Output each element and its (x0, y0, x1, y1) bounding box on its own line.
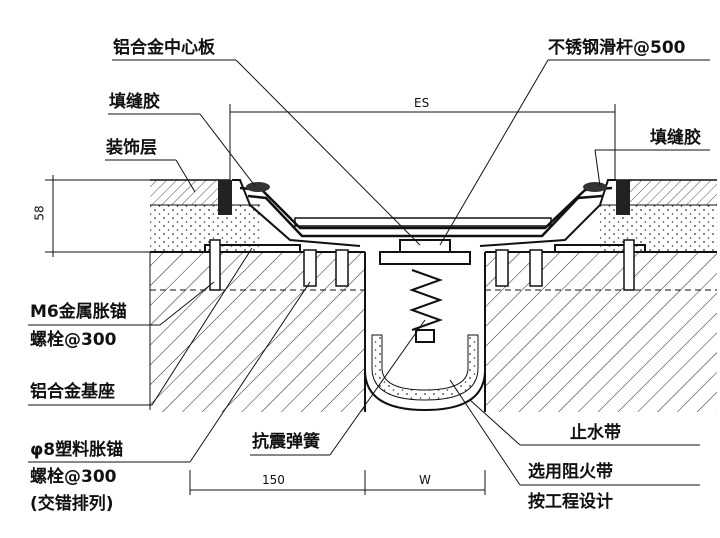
label-fire-belt-line1: 选用阻火带 (528, 462, 613, 482)
label-fire-belt-line2: 按工程设计 (528, 492, 613, 512)
dim-es: ES (414, 96, 430, 110)
label-seismic-spring: 抗震弹簧 (252, 432, 320, 452)
label-sealant-left: 填缝胶 (109, 92, 160, 112)
label-slide-rod: 不锈钢滑杆@500 (548, 38, 686, 58)
finish-layer-graphic (150, 179, 717, 215)
dim-w: W (419, 473, 431, 487)
waterstop-graphic (364, 330, 486, 412)
label-plastic-anchor-line1: φ8塑料胀锚 (30, 440, 124, 460)
label-waterstop: 止水带 (570, 423, 621, 443)
label-anchor-m6-line2: 螺栓@300 (30, 330, 117, 350)
label-finish-layer: 装饰层 (106, 138, 157, 158)
label-plastic-anchor-line2: 螺栓@300 (30, 467, 117, 487)
aluminium-base-graphic (204, 179, 646, 252)
label-center-plate: 铝合金中心板 (113, 38, 215, 58)
dimension-lines (45, 104, 616, 495)
label-plastic-anchor-line3: (交错排列) (30, 494, 114, 514)
leader-lines (28, 59, 710, 486)
concrete-structure-left (149, 252, 365, 490)
dim-left-width: 150 (262, 473, 285, 487)
dim-height: 58 (32, 205, 47, 221)
label-aluminium-base: 铝合金基座 (30, 382, 115, 402)
label-sealant-right: 填缝胶 (650, 128, 701, 148)
anchor-bolts-graphic (209, 239, 635, 291)
spring-graphic (379, 239, 471, 343)
label-anchor-m6-line1: M6金属胀锚 (30, 302, 127, 322)
concrete-structure-right (485, 252, 717, 412)
center-plate-graphic (239, 186, 613, 238)
sealant-graphic (246, 182, 607, 192)
